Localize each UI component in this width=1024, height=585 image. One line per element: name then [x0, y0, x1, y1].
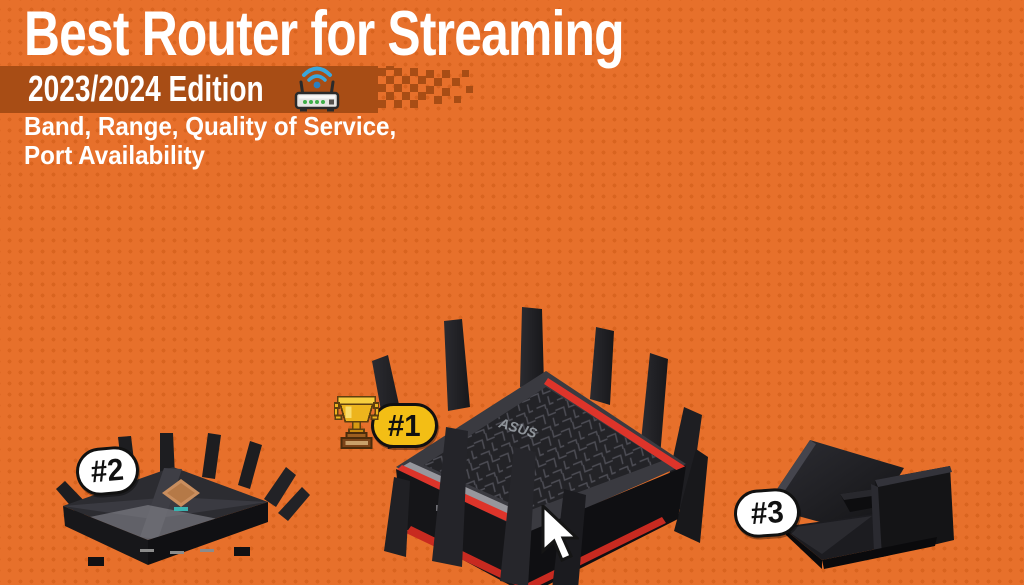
router1-front-antennas: [384, 427, 586, 585]
rank-1-label: #1: [388, 407, 421, 443]
router1-back-antennas: [372, 307, 708, 543]
rank-2-label: #2: [89, 451, 126, 490]
rank-3-label: #3: [749, 493, 785, 532]
arrow-cursor-icon: [541, 505, 579, 562]
page-title: Best Router for Streaming: [24, 0, 624, 69]
subtitle-line-1: Band, Range, Quality of Service,: [24, 111, 397, 141]
pixel-router-icon: [294, 66, 340, 112]
rank-1-badge: #1: [371, 403, 438, 448]
pixel-dissolve-decoration: [378, 66, 473, 108]
edition-label: 2023/2024 Edition: [28, 68, 264, 109]
subtitle-line-2: Port Availability: [24, 140, 205, 170]
subtitle: Band, Range, Quality of Service, Port Av…: [24, 112, 396, 170]
trophy-icon: [334, 395, 379, 449]
